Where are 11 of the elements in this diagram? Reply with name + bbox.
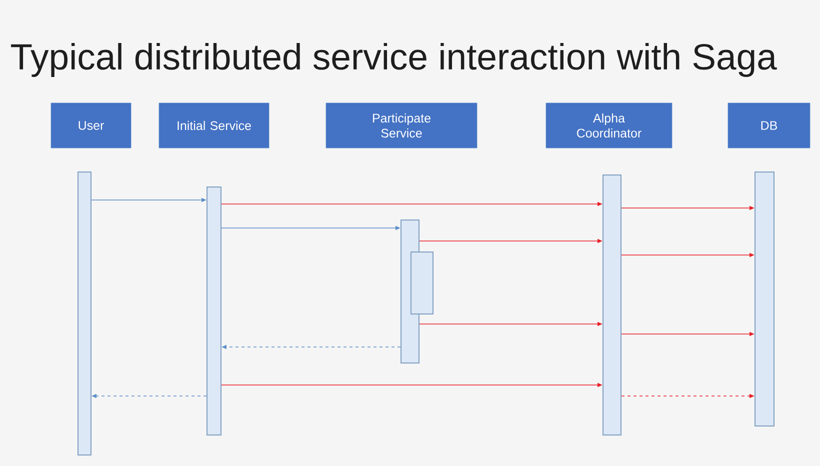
participant-box: Initial Service — [158, 102, 270, 148]
participant-box: Alpha Coordinator — [546, 102, 672, 148]
activation-bar — [754, 172, 774, 426]
title: Typical distributed service interaction with Saga — [11, 43, 777, 77]
activation-bar — [206, 186, 222, 436]
participant-box: Participate Service — [326, 102, 478, 148]
activation-bar — [78, 172, 92, 456]
participant-box: User — [50, 102, 132, 148]
participant-box: DB — [728, 102, 810, 148]
activation-bar — [602, 174, 622, 436]
activation-bar — [410, 252, 434, 314]
